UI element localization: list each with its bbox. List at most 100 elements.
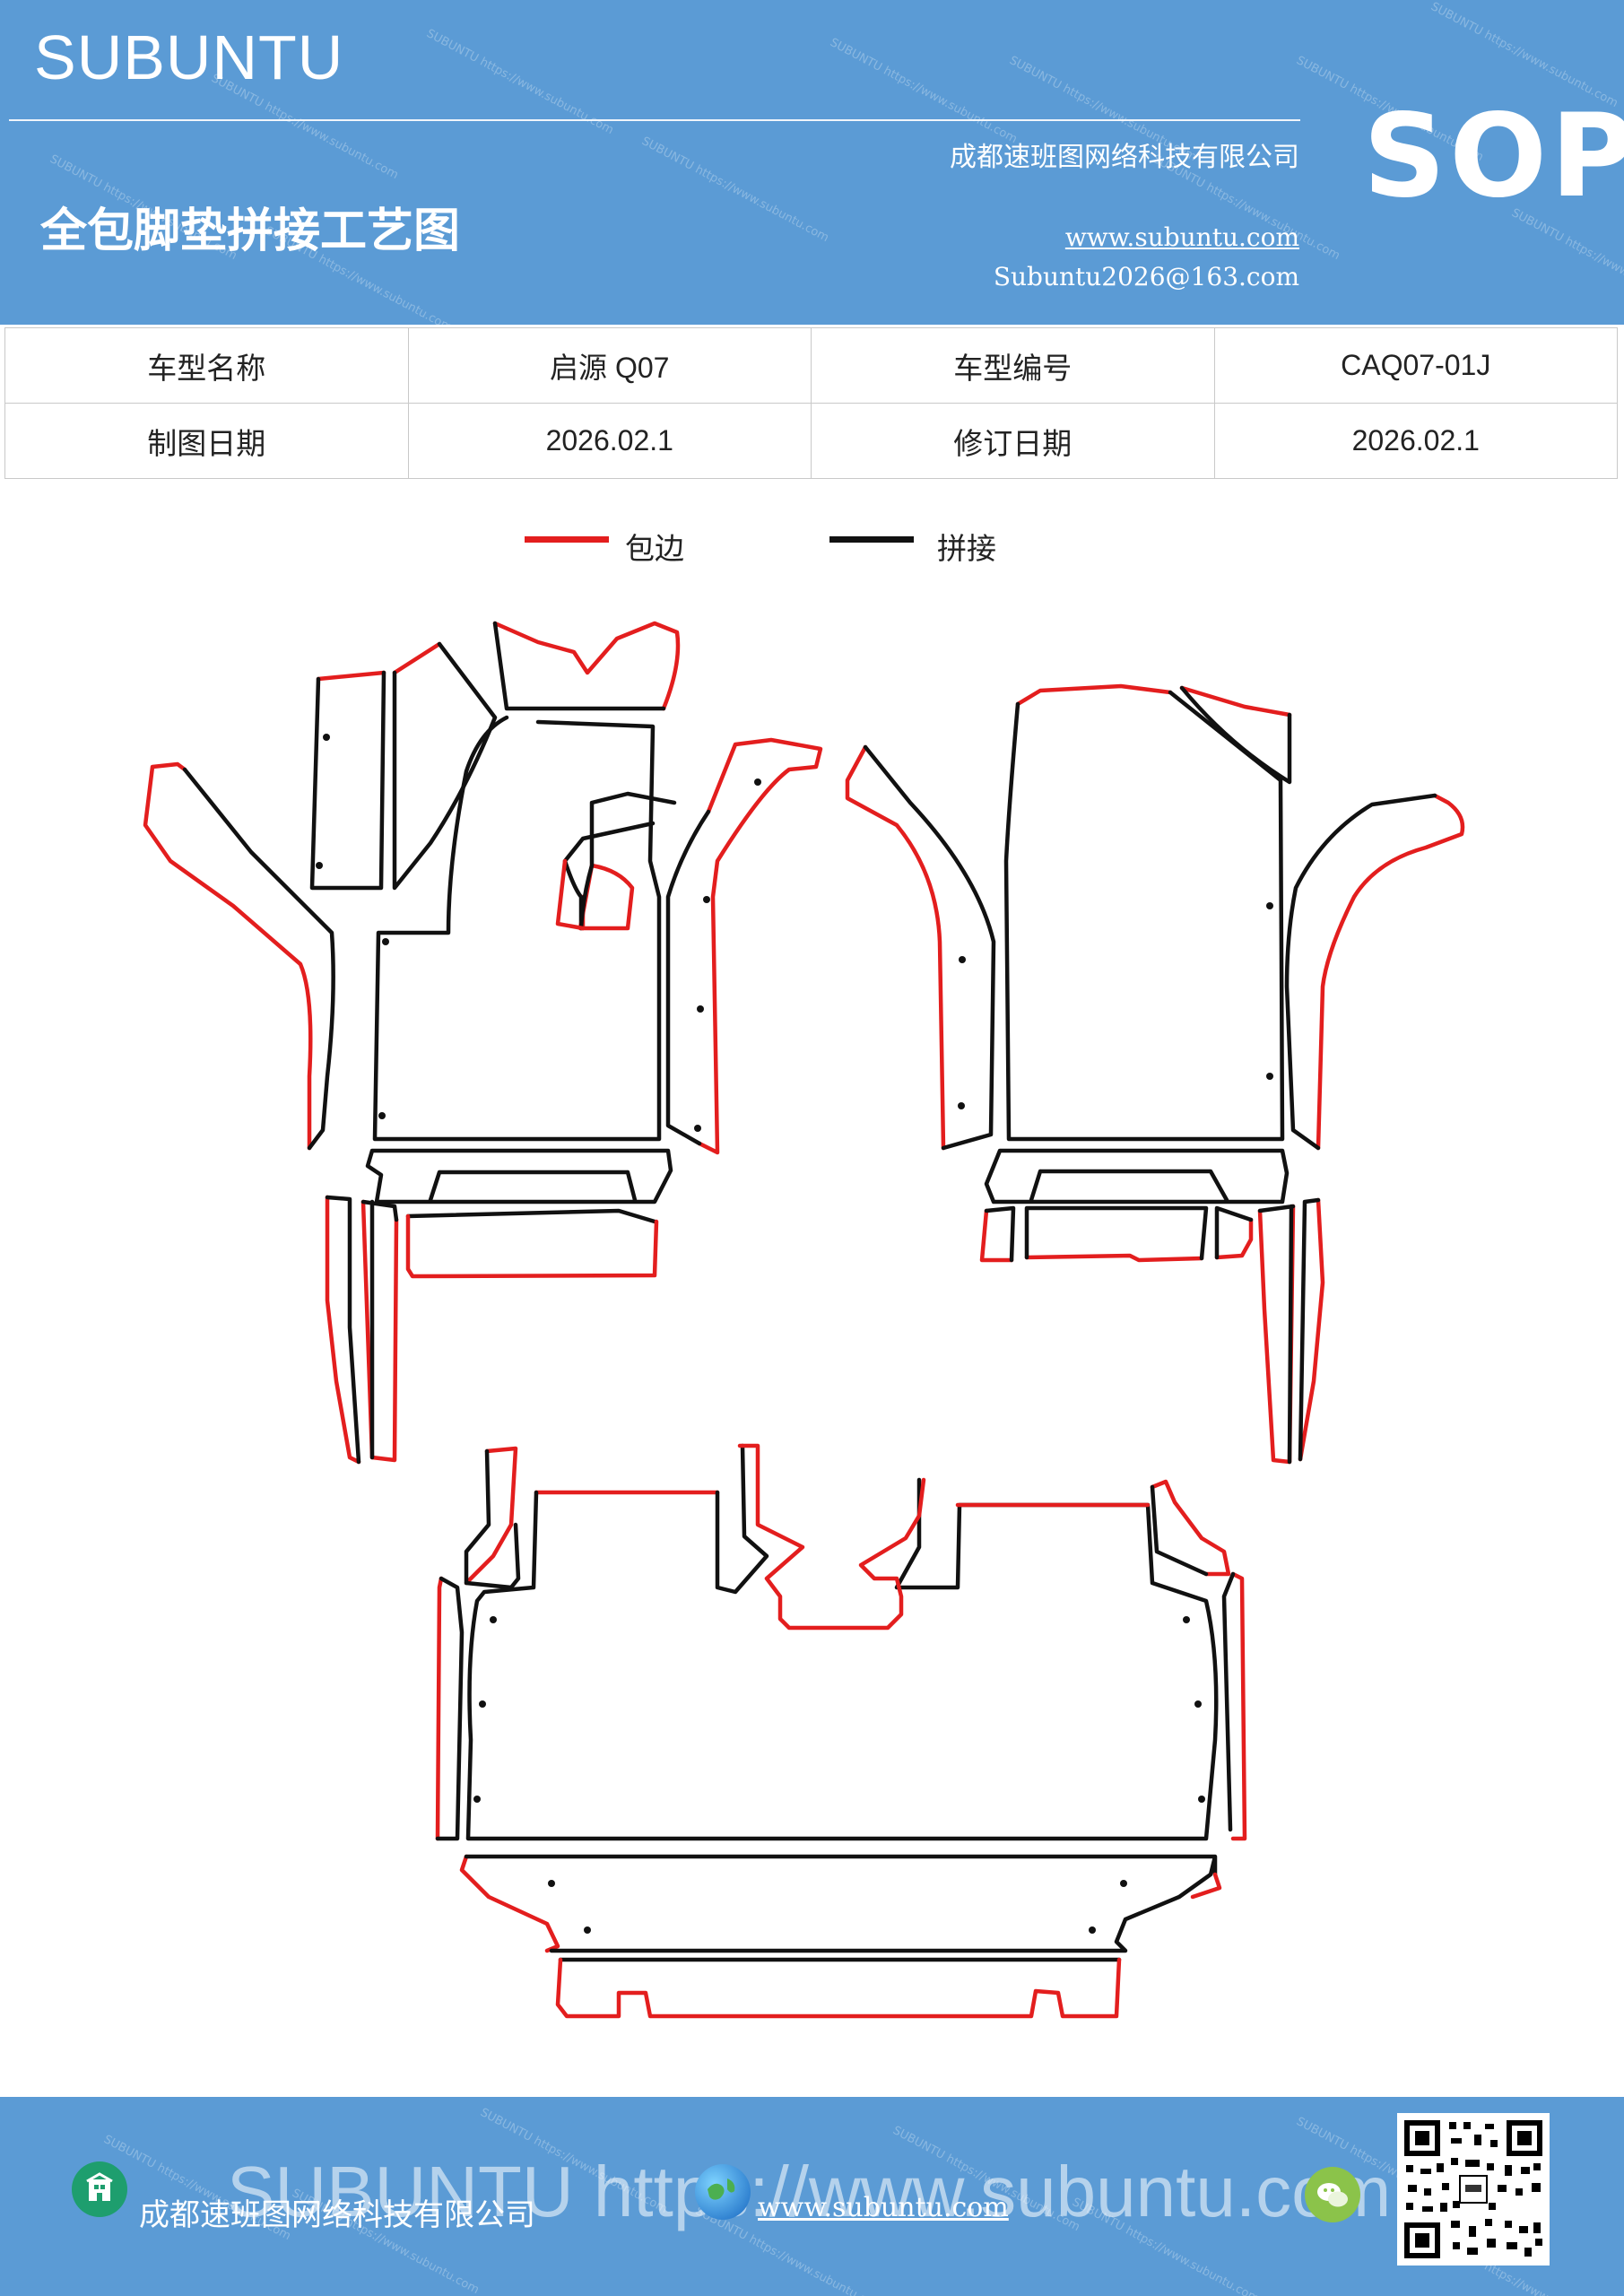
mat-piece — [1298, 1197, 1325, 1462]
clip-dot — [316, 862, 323, 869]
mat-piece — [492, 621, 681, 711]
clip-dot — [959, 956, 966, 963]
contact-email[interactable]: Subuntu2026@163.com — [993, 262, 1299, 291]
clip-dot — [1266, 902, 1273, 909]
mat-piece — [1015, 683, 1173, 707]
clip-dot — [548, 1880, 555, 1887]
clip-dot — [1120, 1880, 1127, 1887]
clip-dot — [1266, 1073, 1273, 1080]
mat-piece — [665, 809, 711, 1146]
legend-label: 包边 — [625, 531, 684, 566]
mat-piece — [325, 1195, 361, 1465]
brand-name: SUBUNTU — [34, 22, 344, 92]
mat-piece — [737, 1443, 926, 1631]
clip-dot — [1194, 1700, 1202, 1708]
mat-piece — [555, 1957, 1122, 2019]
legend-swatch-red — [525, 536, 609, 543]
vehicle-name-value: 启源 Q07 — [407, 327, 812, 404]
vehicle-name-label: 车型名称 — [4, 327, 409, 404]
clip-dot — [479, 1700, 486, 1708]
mat-piece — [405, 1213, 659, 1279]
mat-piece — [435, 1576, 444, 1841]
front-left-mat — [143, 621, 823, 1465]
mat-piece — [1298, 1197, 1321, 1462]
clip-dot — [382, 938, 389, 945]
rear-mat — [435, 1443, 1247, 2019]
mat-piece — [1257, 1204, 1296, 1465]
clip-dot — [473, 1796, 481, 1803]
document-title: 全包脚垫拼接工艺图 — [40, 204, 461, 258]
mat-piece — [360, 1199, 399, 1460]
clip-dot — [323, 734, 330, 741]
clip-dot — [694, 1125, 701, 1132]
clip-dot — [378, 1112, 386, 1119]
company-name: 成都速班图网络科技有限公司 — [950, 142, 1299, 173]
mat-piece — [435, 1576, 465, 1841]
mat-piece — [143, 761, 313, 1151]
page-footer: SUBUNTU https://www.subuntu.com SUBUNTU … — [0, 2097, 1624, 2296]
table-row: 制图日期 2026.02.1 修订日期 2026.02.1 — [4, 403, 1618, 479]
mat-piece — [1024, 1205, 1209, 1261]
sop-badge: SOP — [1363, 90, 1624, 223]
header-divider — [9, 119, 1300, 121]
mat-piece — [428, 1170, 638, 1203]
mat-piece — [365, 1148, 673, 1205]
page-header: SUBUNTU 成都速班图网络科技有限公司 全包脚垫拼接工艺图 www.subu… — [0, 0, 1624, 325]
mat-piece — [715, 1443, 769, 1595]
mat-piece — [459, 1854, 560, 1953]
mat-piece — [984, 1148, 1290, 1205]
mat-piece — [1214, 1217, 1254, 1260]
footer-company: 成都速班图网络科技有限公司 — [139, 2197, 535, 2233]
building-icon — [72, 2161, 127, 2217]
wechat-icon — [1305, 2167, 1360, 2222]
mat-piece — [392, 641, 442, 675]
mat-piece — [492, 621, 666, 711]
mat-piece — [465, 1477, 1219, 1841]
mat-piece — [1179, 685, 1292, 718]
mat-piece — [360, 1199, 399, 1463]
qr-code — [1397, 2113, 1550, 2266]
mat-piece — [392, 641, 498, 891]
mat-piece — [863, 744, 996, 1151]
mat-piece — [1024, 1253, 1204, 1263]
mat-piece — [979, 1208, 1014, 1263]
clip-dot — [754, 778, 761, 786]
mat-piece — [182, 767, 335, 1151]
revision-date-label: 修订日期 — [811, 403, 1215, 479]
mat-piece — [697, 737, 823, 1155]
mat-piece — [316, 670, 386, 682]
legend-swatch-black — [829, 536, 914, 543]
mat-piece — [1221, 1571, 1236, 1832]
mat-piece — [955, 1479, 1231, 1577]
mat-piece — [555, 858, 586, 931]
mat-piece — [1029, 1169, 1229, 1203]
draw-date-value: 2026.02.1 — [407, 403, 812, 479]
mat-piece — [372, 715, 662, 1142]
mat-piece — [1190, 1872, 1222, 1900]
mat-piece — [578, 791, 677, 931]
mat-piece — [562, 821, 656, 931]
clip-dot — [1198, 1796, 1205, 1803]
mat-piece — [464, 1446, 518, 1586]
mat-piece — [464, 1448, 521, 1590]
globe-icon — [695, 2164, 751, 2220]
mat-piece — [405, 1208, 657, 1224]
clip-dot — [584, 1926, 591, 1934]
mat-piece — [1230, 1571, 1247, 1841]
clip-dot — [1089, 1926, 1096, 1934]
draw-date-label: 制图日期 — [4, 403, 409, 479]
mat-piece — [1316, 793, 1465, 1151]
clip-dot — [1183, 1616, 1190, 1623]
clip-dot — [697, 1005, 704, 1013]
website-link[interactable]: www.subuntu.com — [1064, 222, 1299, 252]
clip-dot — [958, 1102, 965, 1109]
mat-piece — [984, 1205, 1016, 1263]
clip-dot — [703, 896, 710, 903]
vehicle-info-table: 车型名称 启源 Q07 车型编号 CAQ07-01J 制图日期 2026.02.… — [4, 327, 1618, 479]
mat-piece — [1179, 685, 1292, 785]
footer-website-link[interactable]: www.subuntu.com — [758, 2192, 1009, 2223]
vehicle-code-value: CAQ07-01J — [1213, 327, 1618, 404]
revision-date-value: 2026.02.1 — [1213, 403, 1618, 479]
legend-label: 拼接 — [937, 531, 996, 566]
